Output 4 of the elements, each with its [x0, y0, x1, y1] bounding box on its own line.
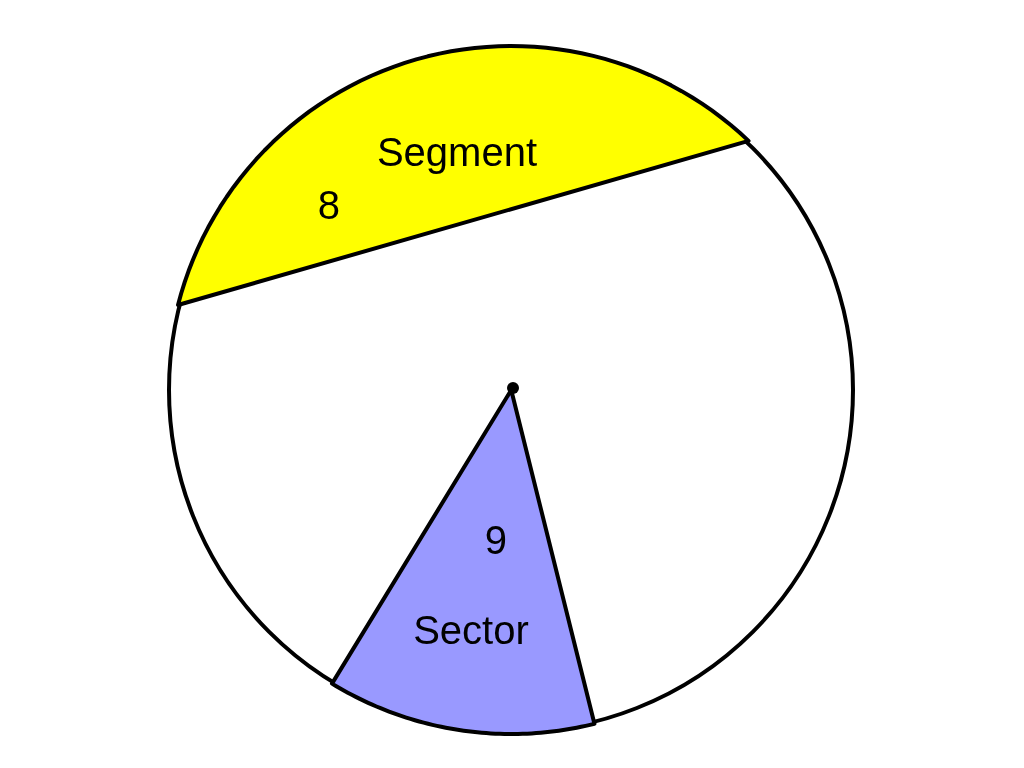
- region-number: 8: [317, 185, 341, 225]
- region-label: Sector: [413, 610, 529, 650]
- region-number: 9: [484, 520, 508, 560]
- region-label: Segment: [376, 132, 538, 172]
